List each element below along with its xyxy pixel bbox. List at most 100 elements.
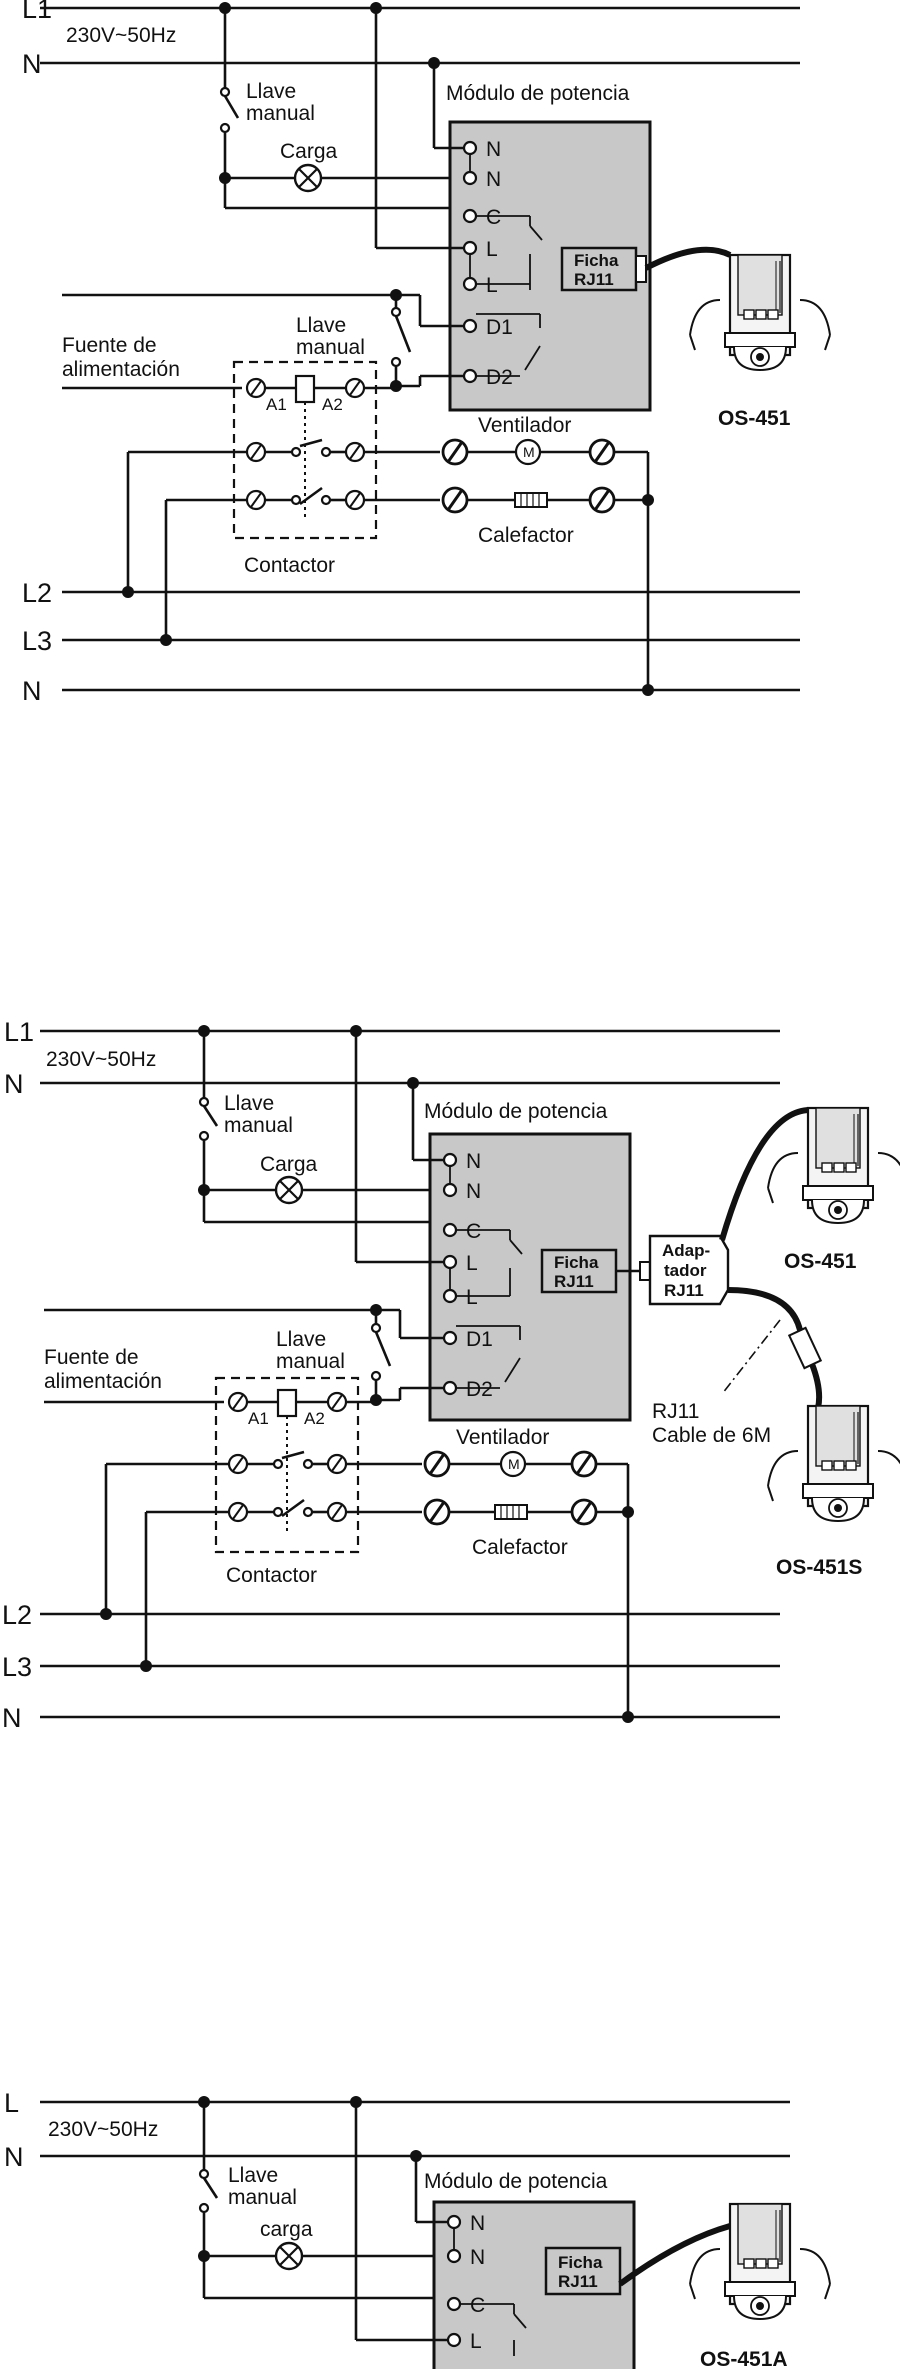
coil-a1: A1	[248, 1409, 269, 1428]
manual-switch-2-label: Llave	[276, 1328, 326, 1351]
adapter-label: Adap-	[662, 1241, 710, 1260]
coil-a2: A2	[322, 395, 343, 414]
power-source-label-2: alimentación	[62, 358, 180, 381]
sensor-label: OS-451A	[700, 2348, 788, 2369]
label-n: N	[4, 2142, 24, 2172]
load-label: Carga	[280, 140, 338, 163]
cable-label-2: Cable de 6M	[652, 1424, 771, 1447]
coil-a2: A2	[304, 1409, 325, 1428]
voltage-label: 230V~50Hz	[48, 2118, 158, 2141]
coil	[276, 1388, 298, 1418]
terminal-c: C	[486, 206, 501, 229]
label-l1: L1	[4, 1017, 34, 1047]
label-n-bottom: N	[22, 676, 42, 706]
sensor-1-label: OS-451	[784, 1250, 857, 1273]
heater-icon	[514, 492, 548, 508]
rj11-connector	[787, 1326, 823, 1370]
manual-switch-2-label-2: manual	[276, 1350, 345, 1373]
terminal-l: L	[486, 238, 498, 261]
motor-symbol: M	[523, 444, 535, 460]
sensor-label: OS-451	[718, 407, 791, 430]
module-title: Módulo de potencia	[424, 1100, 608, 1123]
diagram-3: L N 230V~50Hz Llave manual carga Módulo …	[4, 2088, 832, 2369]
sensor-os451s	[766, 1404, 900, 1523]
terminal-l: L	[466, 1252, 478, 1275]
label-l3: L3	[22, 626, 52, 656]
rj11-cable	[644, 246, 732, 271]
terminal-n: N	[486, 138, 501, 161]
diagram-2: L1 N 230V~50Hz Llave manual Carga Módulo…	[2, 1017, 900, 1733]
adapter-label-2: tador	[664, 1261, 707, 1280]
fan-label: Ventilador	[478, 414, 571, 437]
manual-switch-2-label-2: manual	[296, 336, 365, 359]
label-n: N	[4, 1069, 24, 1099]
coil	[294, 374, 316, 404]
terminal-l: L	[486, 274, 498, 297]
terminal-d1: D1	[466, 1328, 493, 1351]
terminal-l: L	[466, 1286, 478, 1309]
motor-symbol: M	[508, 1456, 520, 1472]
terminal-d1: D1	[486, 316, 513, 339]
rj11-plug-label-2: RJ11	[574, 270, 614, 289]
terminal-n: N	[466, 1150, 481, 1173]
contactor-box	[232, 360, 378, 540]
label-l1: L1	[22, 0, 52, 24]
sensor-os451a	[688, 2202, 832, 2321]
label-l: L	[4, 2088, 19, 2118]
label-n-bottom: N	[2, 1703, 22, 1733]
power-source-label: Fuente de	[44, 1346, 139, 1369]
label-n: N	[22, 49, 42, 79]
terminal-n: N	[486, 168, 501, 191]
terminal-n: N	[470, 2212, 485, 2235]
terminal-d2: D2	[486, 366, 513, 389]
rj11-cable	[618, 2223, 731, 2287]
sensor-os451	[688, 253, 832, 372]
manual-switch-label: Llave	[224, 1092, 274, 1115]
rj11-cable-2	[727, 1287, 803, 1331]
manual-switch-label-2: manual	[224, 1114, 293, 1137]
cable-label: RJ11	[652, 1400, 699, 1423]
manual-switch-label-2: manual	[246, 102, 315, 125]
sensor-2-label: OS-451S	[776, 1556, 862, 1579]
contactor-label: Contactor	[244, 554, 335, 577]
load-label: carga	[260, 2218, 313, 2241]
label-l3: L3	[2, 1652, 32, 1682]
heater-label: Calefactor	[478, 524, 574, 547]
manual-switch-label-2: manual	[228, 2186, 297, 2209]
manual-switch-label: Llave	[228, 2164, 278, 2187]
terminal-c: C	[470, 2294, 485, 2317]
terminal-c: C	[466, 1220, 481, 1243]
module-title: Módulo de potencia	[424, 2170, 608, 2193]
manual-switch-2-label: Llave	[296, 314, 346, 337]
voltage-label: 230V~50Hz	[46, 1048, 156, 1071]
contactor-label: Contactor	[226, 1564, 317, 1587]
rj11-cable-1	[719, 1107, 811, 1241]
rj11-plug	[544, 2246, 622, 2296]
module-title: Módulo de potencia	[446, 82, 630, 105]
voltage-label: 230V~50Hz	[66, 24, 176, 47]
label-l2: L2	[2, 1600, 32, 1630]
terminal-n: N	[470, 2246, 485, 2269]
power-source-label-2: alimentación	[44, 1370, 162, 1393]
power-source-label: Fuente de	[62, 334, 157, 357]
heater-label: Calefactor	[472, 1536, 568, 1559]
manual-switch-label: Llave	[246, 80, 296, 103]
terminal-n: N	[466, 1180, 481, 1203]
terminal-l: L	[470, 2330, 482, 2353]
diagram-1: L1 N 230V~50Hz Llave manual Carga Módulo…	[22, 0, 832, 706]
sensor-os451	[766, 1106, 900, 1225]
fan-label: Ventilador	[456, 1426, 549, 1449]
rj11-plug	[560, 246, 638, 292]
label-l2: L2	[22, 578, 52, 608]
rj11-plug-label: Ficha	[554, 1253, 599, 1272]
coil-a1: A1	[266, 395, 287, 414]
rj11-plug-label: Ficha	[574, 251, 619, 270]
rj11-plug-label-2: RJ11	[558, 2272, 598, 2291]
load-label: Carga	[260, 1153, 318, 1176]
adapter-label-3: RJ11	[664, 1281, 704, 1300]
rj11-plug-label: Ficha	[558, 2253, 603, 2272]
rj11-plug-label-2: RJ11	[554, 1272, 594, 1291]
heater-icon	[494, 1504, 528, 1520]
terminal-d2: D2	[466, 1378, 493, 1401]
